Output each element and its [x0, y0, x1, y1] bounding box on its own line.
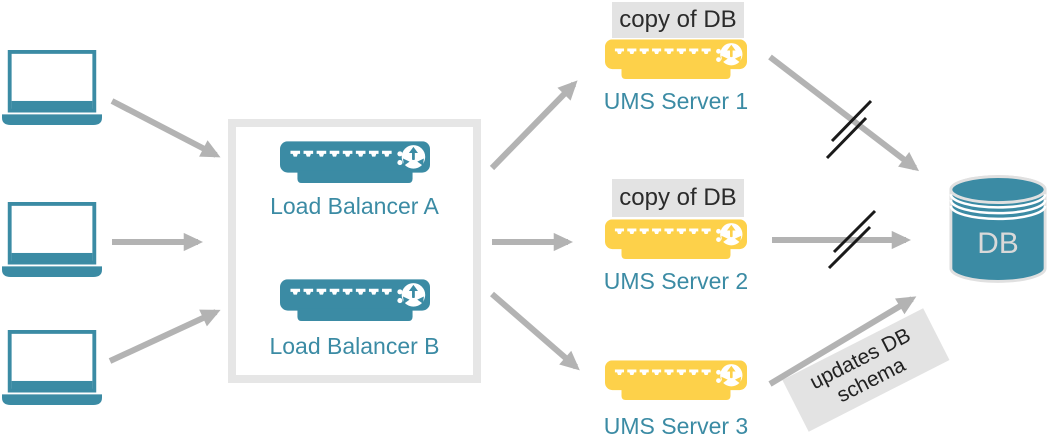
- ums-server-2-label: UMS Server 2: [603, 268, 749, 294]
- load-balancer-a-label: Load Balancer A: [270, 193, 439, 219]
- load-balancer-icon: [280, 141, 430, 185]
- laptop-icon: [2, 50, 102, 125]
- server-icon: [605, 39, 747, 81]
- load-balancer-group-box: Load Balancer A Load Balancer B: [228, 119, 481, 383]
- arrow-loadbalancer-to-ums3: [490, 291, 580, 371]
- database-label: DB: [977, 227, 1018, 260]
- client-laptop-3: [2, 330, 102, 405]
- client-laptop-1: [2, 50, 102, 125]
- load-balancer-icon: [280, 279, 430, 323]
- updates-db-schema-note: updates DB schema: [782, 308, 950, 432]
- arrow-client1-to-loadbalancer: [110, 98, 221, 158]
- database-icon: DB: [949, 175, 1047, 283]
- load-balancer-b-label: Load Balancer B: [269, 333, 440, 359]
- copy-of-db-badge: copy of DB: [612, 2, 744, 38]
- ums-server-3-label: UMS Server 3: [603, 413, 749, 439]
- arrow-loadbalancer-to-ums1: [489, 80, 578, 171]
- severed-link-slash-ums2: [827, 209, 877, 270]
- copy-of-db-badge: copy of DB: [612, 179, 744, 217]
- arrow-client3-to-loadbalancer: [108, 309, 221, 364]
- severed-link-slash-ums1: [825, 99, 873, 160]
- arrow-ums1-to-db: [768, 54, 920, 172]
- client-laptop-2: [2, 202, 102, 277]
- laptop-icon: [2, 330, 102, 405]
- server-icon: [605, 219, 747, 261]
- server-icon: [605, 360, 747, 402]
- laptop-icon: [2, 202, 102, 277]
- ums-server-1-label: UMS Server 1: [603, 88, 749, 114]
